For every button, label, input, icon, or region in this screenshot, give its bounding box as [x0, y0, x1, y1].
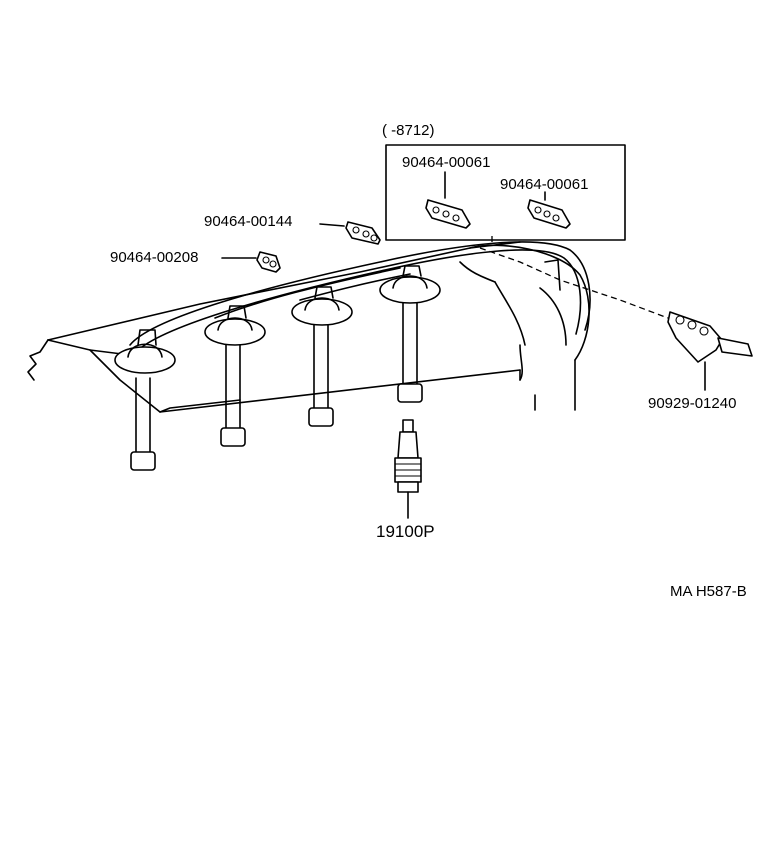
figure-code: MA H587-B [670, 583, 747, 600]
spark-plug [394, 419, 422, 519]
plug-rod-3 [308, 324, 334, 427]
label-clamp-00061-a: 90464-00061 [402, 154, 490, 171]
holder-01240 [667, 311, 753, 363]
inset-box: ( -8712) [382, 122, 626, 241]
clamp-00061-b [527, 199, 571, 229]
plug-boot-1 [114, 329, 176, 374]
clamp-00061-a [425, 199, 471, 229]
plug-rod-1 [130, 377, 156, 471]
label-clamp-00208: 90464-00208 [110, 249, 198, 266]
dashed-leader-holder [479, 247, 669, 319]
plug-boot-4 [379, 265, 441, 304]
plug-rod-4 [397, 302, 423, 403]
plug-boot-3 [291, 286, 353, 326]
cylinder-head-cover [27, 241, 590, 413]
plug-rod-2 [220, 344, 246, 447]
ignition-wire-bundle [129, 241, 591, 353]
label-holder-01240: 90929-01240 [648, 395, 736, 412]
label-spark-plug: 19100P [376, 522, 435, 541]
plug-boot-2 [204, 305, 266, 346]
label-clamp-00061-b: 90464-00061 [500, 176, 588, 193]
label-clamp-00144: 90464-00144 [204, 213, 292, 230]
inset-date-note: ( -8712) [382, 122, 435, 139]
clamp-00144 [345, 221, 381, 245]
clamp-00208 [256, 251, 281, 273]
leader-00144 [319, 223, 345, 227]
